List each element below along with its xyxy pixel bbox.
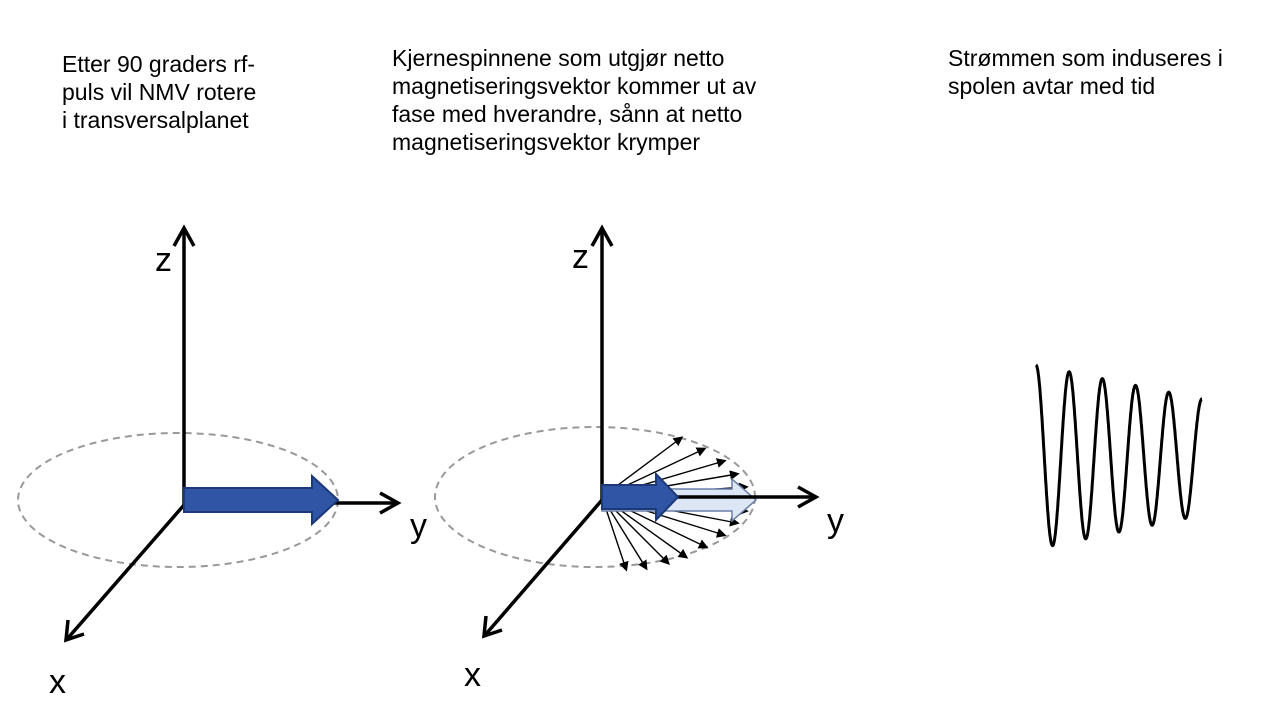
caption-right: Strømmen som induseres i spolen avtar me…	[948, 45, 1223, 99]
x-axis	[484, 498, 604, 636]
decaying-sine-wave	[1034, 363, 1203, 548]
x-axis	[66, 503, 186, 640]
coordinate-system-middle: z y x	[434, 224, 844, 694]
x-axis-label: x	[464, 656, 481, 694]
nmv-vector	[183, 473, 340, 527]
z-axis-label: z	[155, 241, 172, 279]
shrinking-nmv-vector	[601, 471, 680, 523]
y-axis-arrowhead	[379, 491, 402, 515]
caption-left: Etter 90 graders rf- puls vil NMV rotere…	[62, 51, 257, 133]
y-axis-arrowhead	[797, 485, 820, 509]
z-axis-label: z	[572, 238, 589, 276]
y-axis-label: y	[827, 502, 844, 540]
z-axis-arrowhead	[590, 224, 614, 247]
induced-signal-waveform	[1034, 363, 1203, 548]
x-axis-arrowhead	[63, 619, 85, 643]
z-axis-arrowhead	[172, 224, 196, 247]
x-axis-arrowhead	[481, 615, 503, 639]
x-axis-label: x	[49, 663, 66, 701]
y-axis-label: y	[410, 507, 427, 545]
caption-middle: Kjernespinnene som utgjør netto magnetis…	[392, 45, 757, 155]
coordinate-system-left: z y x	[17, 224, 427, 701]
